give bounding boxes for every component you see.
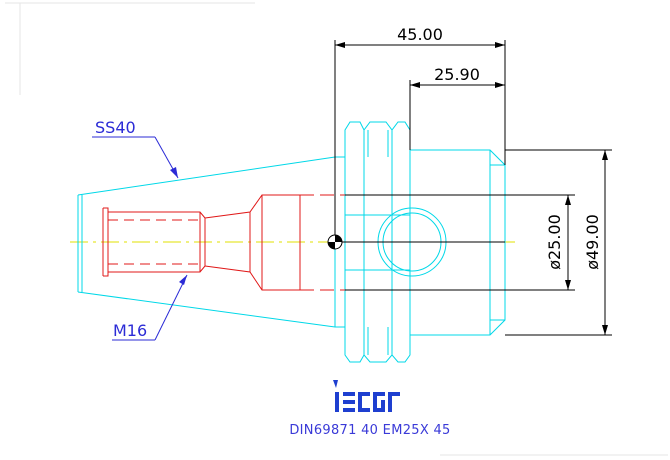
part-caption: DIN69871 40 EM25X 45 [289,423,450,438]
leaders [92,136,188,341]
frame-lines [5,2,668,456]
dim-bore-diameter: ø25.00 [545,214,564,270]
leader-arrowheads [170,167,187,285]
iscar-logo-mark [333,380,400,412]
dim-overall-length: 45.00 [397,25,443,44]
callout-thread: M16 [113,321,147,340]
taper-shank [77,156,336,328]
arrowheads [335,42,608,335]
dim-partial-length: 25.90 [434,65,480,84]
dim-outer-diameter: ø49.00 [583,214,602,270]
iscar-logo [333,380,400,412]
callout-taper: SS40 [95,118,136,137]
gauge-point-symbol [327,234,343,250]
dimension-lines [334,40,612,336]
